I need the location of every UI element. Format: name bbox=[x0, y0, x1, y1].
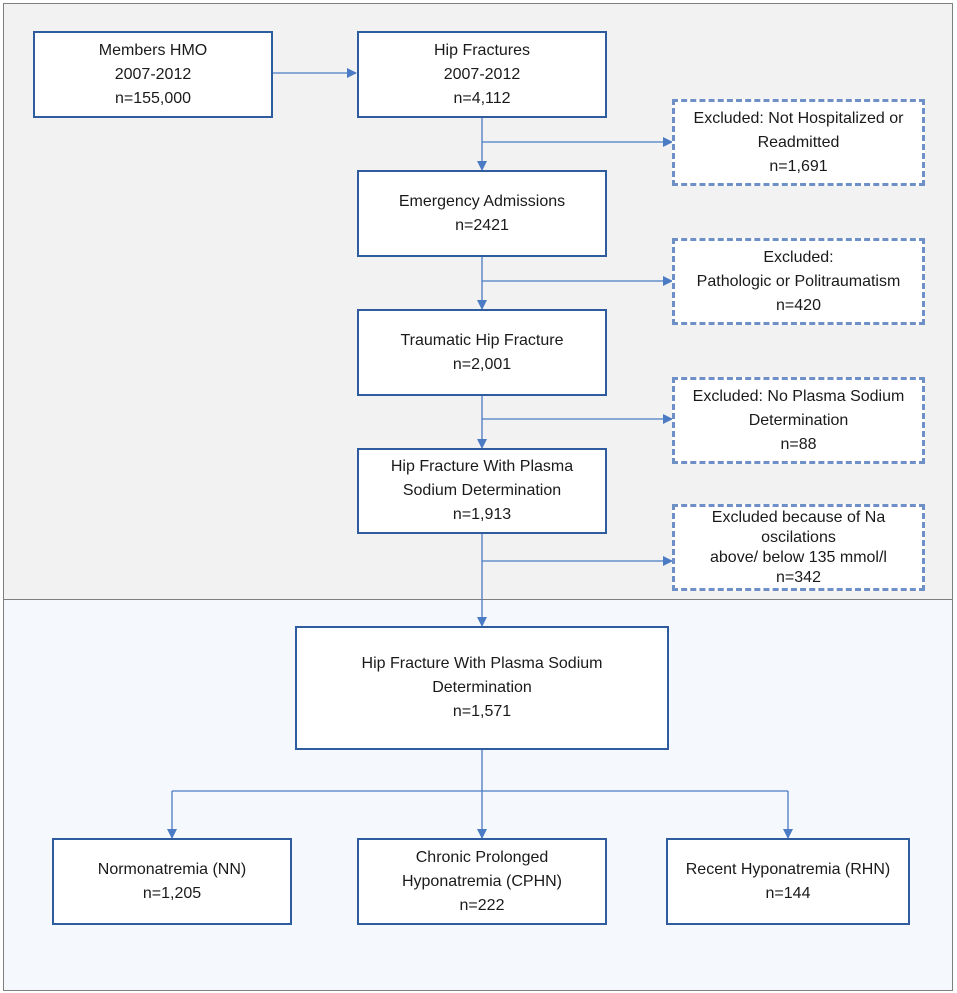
box-line: Traumatic Hip Fracture bbox=[400, 331, 564, 349]
box-line: n=1,205 bbox=[142, 884, 202, 902]
box-line: Hip Fracture With Plasma bbox=[390, 458, 574, 475]
box-line: Determination bbox=[432, 679, 532, 696]
box-line: n=1,913 bbox=[452, 506, 512, 523]
plasma-sodium-box-1: Hip Fracture With Plasma Sodium Determin… bbox=[357, 448, 607, 534]
box-line: Recent Hyponatremia (RHN) bbox=[685, 860, 891, 878]
box-line: Determination bbox=[748, 411, 849, 429]
box-line: n=1,571 bbox=[452, 703, 512, 720]
excluded-no-sodium-box: Excluded: No Plasma Sodium Determination… bbox=[672, 377, 925, 464]
excluded-na-oscillations-box: Excluded because of Na oscilations above… bbox=[672, 504, 925, 591]
normonatremia-box: Normonatremia (NN) n=1,205 bbox=[52, 838, 292, 925]
box-line: n=420 bbox=[776, 296, 821, 314]
box-line: Members HMO bbox=[98, 41, 208, 59]
chronic-hyponatremia-box: Chronic Prolonged Hyponatremia (CPHN) n=… bbox=[357, 838, 607, 925]
box-line: Sodium Determination bbox=[402, 482, 562, 499]
box-line: n=222 bbox=[459, 896, 505, 914]
box-line: Normonatremia (NN) bbox=[97, 860, 247, 878]
box-line: Chronic Prolonged bbox=[415, 848, 549, 866]
box-line: n=2,001 bbox=[452, 355, 512, 373]
excluded-not-hospitalized-box: Excluded: Not Hospitalized or Readmitted… bbox=[672, 99, 925, 186]
box-line: oscilations bbox=[761, 528, 836, 546]
box-line: above/ below 135 mmol/l bbox=[710, 548, 887, 566]
box-line: Hip Fractures bbox=[433, 41, 531, 59]
box-line: Excluded: No Plasma Sodium bbox=[692, 387, 905, 405]
box-line: Hyponatremia (CPHN) bbox=[401, 872, 563, 890]
box-line: Readmitted bbox=[757, 133, 840, 151]
box-line: Hip Fracture With Plasma Sodium bbox=[361, 655, 603, 672]
members-hmo-box: Members HMO 2007-2012 n=155,000 bbox=[33, 31, 273, 118]
box-line: n=88 bbox=[780, 435, 817, 453]
box-line: Excluded: bbox=[763, 248, 834, 266]
box-line: n=4,112 bbox=[453, 89, 511, 107]
recent-hyponatremia-box: Recent Hyponatremia (RHN) n=144 bbox=[666, 838, 910, 925]
box-line: 2007-2012 bbox=[443, 65, 521, 83]
plasma-sodium-box-2: Hip Fracture With Plasma Sodium Determin… bbox=[295, 626, 669, 750]
box-line: Excluded: Not Hospitalized or bbox=[693, 109, 904, 127]
box-line: Excluded because of Na bbox=[711, 508, 886, 526]
emergency-admissions-box: Emergency Admissions n=2421 bbox=[357, 170, 607, 257]
box-line: n=1,691 bbox=[769, 157, 828, 175]
box-line: 2007-2012 bbox=[114, 65, 192, 83]
box-line: n=155,000 bbox=[114, 89, 192, 107]
box-line: n=342 bbox=[776, 568, 821, 586]
box-line: Pathologic or Politraumatism bbox=[696, 272, 901, 290]
box-line: n=2421 bbox=[455, 216, 509, 234]
box-line: n=144 bbox=[765, 884, 811, 902]
traumatic-hip-fracture-box: Traumatic Hip Fracture n=2,001 bbox=[357, 309, 607, 396]
excluded-pathologic-box: Excluded: Pathologic or Politraumatism n… bbox=[672, 238, 925, 325]
hip-fractures-box: Hip Fractures 2007-2012 n=4,112 bbox=[357, 31, 607, 118]
box-line: Emergency Admissions bbox=[398, 192, 566, 210]
